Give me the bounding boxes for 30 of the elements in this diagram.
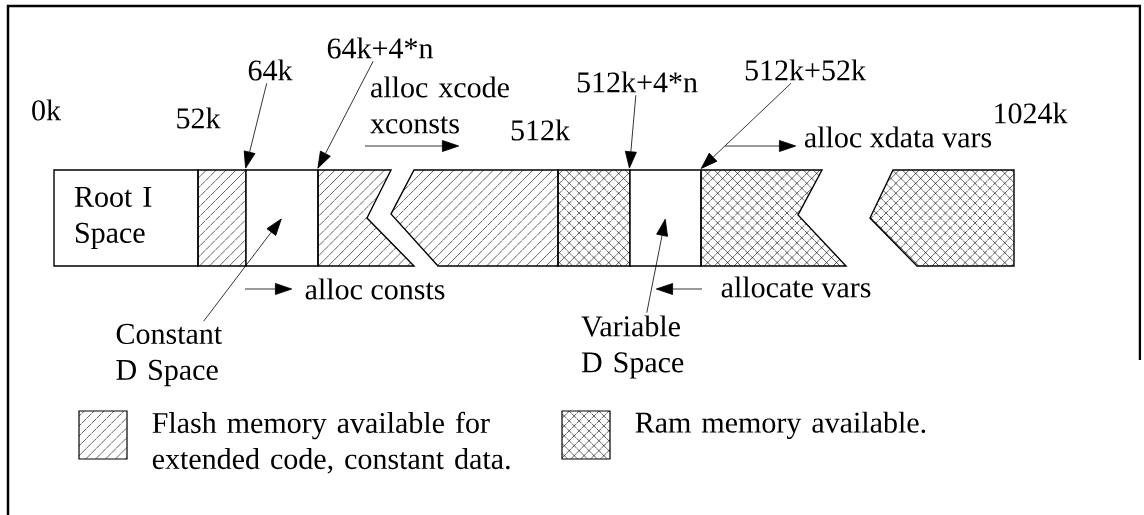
text-label: 1024k xyxy=(995,102,1068,124)
address-label: Variable D Space xyxy=(581,315,684,379)
legend-text: Ram memory available. xyxy=(635,411,926,439)
leader-arrow xyxy=(624,94,637,169)
leader-arrow xyxy=(243,82,268,169)
legend-text: Flash memory available for extended code, constant data. xyxy=(152,411,510,474)
memory-segment xyxy=(245,169,319,267)
text-label: 52k xyxy=(177,107,221,129)
memory-segment xyxy=(700,169,848,267)
text-label: allocate vars xyxy=(721,276,871,298)
memory-segment xyxy=(629,169,702,267)
address-label: 64k+4*n xyxy=(327,37,433,59)
address-label: 512k+52k xyxy=(745,59,866,81)
leader-arrow xyxy=(646,218,668,314)
text-label: 0k xyxy=(32,99,61,121)
memory-segment xyxy=(390,169,559,267)
address-label: 64k xyxy=(248,59,293,81)
memory-segment: Root I Space xyxy=(53,169,199,267)
text-label: alloc xcode xconsts xyxy=(370,76,509,134)
text-label: 512k xyxy=(511,119,570,141)
text-label: alloc xdata vars xyxy=(804,126,992,148)
text-label: alloc consts xyxy=(305,278,445,300)
leader-arrow xyxy=(317,60,374,169)
address-label: 512k+4*n xyxy=(577,71,698,93)
address-label: Constant D Space xyxy=(116,323,222,387)
leader-arrow xyxy=(700,82,792,169)
memory-segment xyxy=(557,169,631,267)
leader-arrow xyxy=(203,218,282,322)
memory-segment xyxy=(869,169,1015,267)
memory-segment xyxy=(317,169,416,267)
